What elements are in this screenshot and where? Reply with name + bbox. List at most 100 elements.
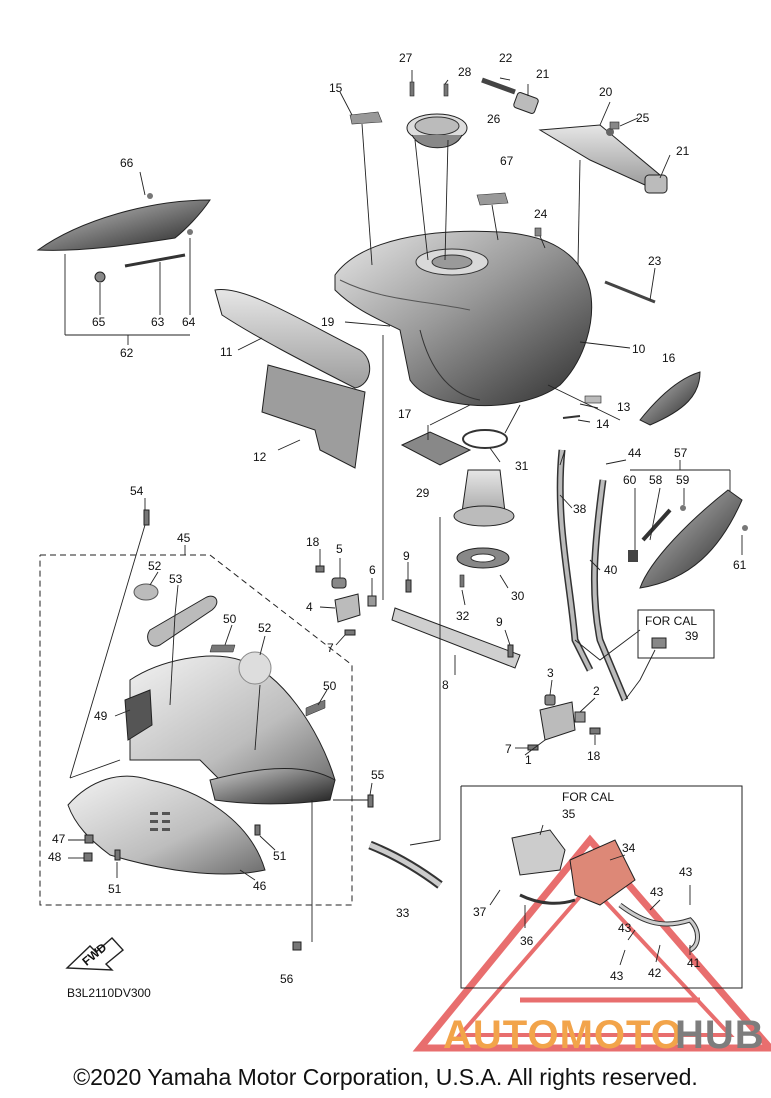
callout-25: 25 bbox=[636, 111, 650, 125]
callout-38: 38 bbox=[573, 502, 587, 516]
callout-16: 16 bbox=[662, 351, 676, 365]
bolt-28 bbox=[443, 83, 449, 97]
clip-24 bbox=[534, 227, 542, 237]
callout-46: 46 bbox=[253, 879, 267, 893]
callout-40: 40 bbox=[604, 563, 618, 577]
callout-21: 21 bbox=[536, 67, 550, 81]
callout-29: 29 bbox=[416, 486, 430, 500]
side-cover-62 bbox=[36, 193, 211, 283]
plate-15 bbox=[349, 111, 383, 125]
callout-23: 23 bbox=[648, 254, 662, 268]
callout-59: 59 bbox=[676, 473, 690, 487]
bolt-18a bbox=[315, 565, 325, 573]
plate-67 bbox=[476, 192, 509, 206]
callout-55: 55 bbox=[371, 768, 385, 782]
side-cover-57 bbox=[628, 489, 748, 589]
callout-14: 14 bbox=[596, 417, 610, 431]
sponge-12 bbox=[261, 364, 366, 469]
hose-33 bbox=[368, 840, 443, 889]
callout-20: 20 bbox=[599, 85, 613, 99]
collar-6 bbox=[367, 595, 377, 607]
callout-52: 52 bbox=[148, 559, 162, 573]
fuel-pump-29 bbox=[453, 469, 515, 527]
callout-56: 56 bbox=[280, 972, 294, 986]
callout-42: 42 bbox=[648, 966, 662, 980]
pad-53 bbox=[147, 595, 218, 647]
bolt-56 bbox=[292, 941, 302, 951]
bracket-4 bbox=[334, 593, 361, 623]
bracket-1 bbox=[539, 701, 576, 741]
callout-7b: 7 bbox=[505, 742, 512, 756]
damper-3 bbox=[544, 694, 556, 706]
callout-31: 31 bbox=[515, 459, 529, 473]
bolt-18b bbox=[589, 727, 601, 735]
callout-43d: 43 bbox=[610, 969, 624, 983]
callout-7: 7 bbox=[327, 641, 334, 655]
clip-13 bbox=[584, 395, 602, 404]
callout-34: 34 bbox=[622, 841, 636, 855]
duct-49 bbox=[124, 689, 153, 741]
callout-67: 67 bbox=[500, 154, 514, 168]
callout-18b: 18 bbox=[587, 749, 601, 763]
plate-17 bbox=[400, 431, 472, 466]
copyright-text: ©2020 Yamaha Motor Corporation, U.S.A. A… bbox=[73, 1064, 698, 1090]
for-cal-label-1: FOR CAL bbox=[645, 614, 697, 628]
watermark-logo: AUTOMOTO HUB bbox=[443, 1013, 764, 1057]
stay-8 bbox=[391, 607, 521, 669]
bolt-27 bbox=[409, 81, 415, 97]
leader-lines bbox=[64, 70, 743, 966]
cover-16 bbox=[639, 371, 701, 426]
callout-35: 35 bbox=[562, 807, 576, 821]
bolt-9b bbox=[507, 644, 514, 658]
hose-38 bbox=[556, 449, 594, 672]
pad-50a bbox=[209, 644, 236, 653]
cowling-group-45 bbox=[39, 554, 353, 906]
callout-28: 28 bbox=[458, 65, 472, 79]
callout-39: 39 bbox=[685, 629, 699, 643]
bolt-47 bbox=[84, 834, 94, 844]
callout-15: 15 bbox=[329, 81, 343, 95]
damper-5 bbox=[331, 577, 347, 589]
callout-57: 57 bbox=[674, 446, 688, 460]
callout-8: 8 bbox=[442, 678, 449, 692]
callout-62: 62 bbox=[120, 346, 134, 360]
callout-5: 5 bbox=[336, 542, 343, 556]
callout-52b: 52 bbox=[258, 621, 272, 635]
callout-51: 51 bbox=[273, 849, 287, 863]
callout-50: 50 bbox=[223, 612, 237, 626]
damper-21b bbox=[644, 174, 668, 194]
emblem-52a bbox=[133, 583, 159, 601]
callout-54: 54 bbox=[130, 484, 144, 498]
callout-2: 2 bbox=[593, 684, 600, 698]
bolt-51a bbox=[254, 824, 261, 836]
callout-44: 44 bbox=[628, 446, 642, 460]
for-cal-box-39: FOR CAL 39 bbox=[637, 609, 715, 659]
callout-6: 6 bbox=[369, 563, 376, 577]
callout-33: 33 bbox=[396, 906, 410, 920]
callout-65: 65 bbox=[92, 315, 106, 329]
bolt-32 bbox=[459, 574, 465, 588]
for-cal-label-2: FOR CAL bbox=[562, 790, 614, 804]
fuel-cap bbox=[406, 113, 468, 149]
pad-50b bbox=[305, 699, 326, 717]
callout-61: 61 bbox=[733, 558, 747, 572]
callout-13: 13 bbox=[617, 400, 631, 414]
callout-43b: 43 bbox=[650, 885, 664, 899]
callout-labels: 27 28 22 21 20 25 15 26 21 66 67 24 23 6… bbox=[48, 51, 747, 986]
callout-63: 63 bbox=[151, 315, 165, 329]
callout-17: 17 bbox=[398, 407, 412, 421]
rod-22 bbox=[481, 77, 516, 95]
callout-22: 22 bbox=[499, 51, 513, 65]
callout-50b: 50 bbox=[323, 679, 337, 693]
hose-40 bbox=[590, 479, 629, 702]
callout-32: 32 bbox=[456, 609, 470, 623]
watermark-text-automoto: AUTOMOTO bbox=[443, 1013, 683, 1057]
bolt-51b bbox=[114, 849, 121, 861]
callout-43a: 43 bbox=[679, 865, 693, 879]
callout-26: 26 bbox=[487, 112, 501, 126]
callout-45: 45 bbox=[177, 531, 191, 545]
bolt-23 bbox=[604, 280, 656, 304]
watermark-triangle bbox=[412, 834, 771, 1052]
callout-64: 64 bbox=[182, 315, 196, 329]
